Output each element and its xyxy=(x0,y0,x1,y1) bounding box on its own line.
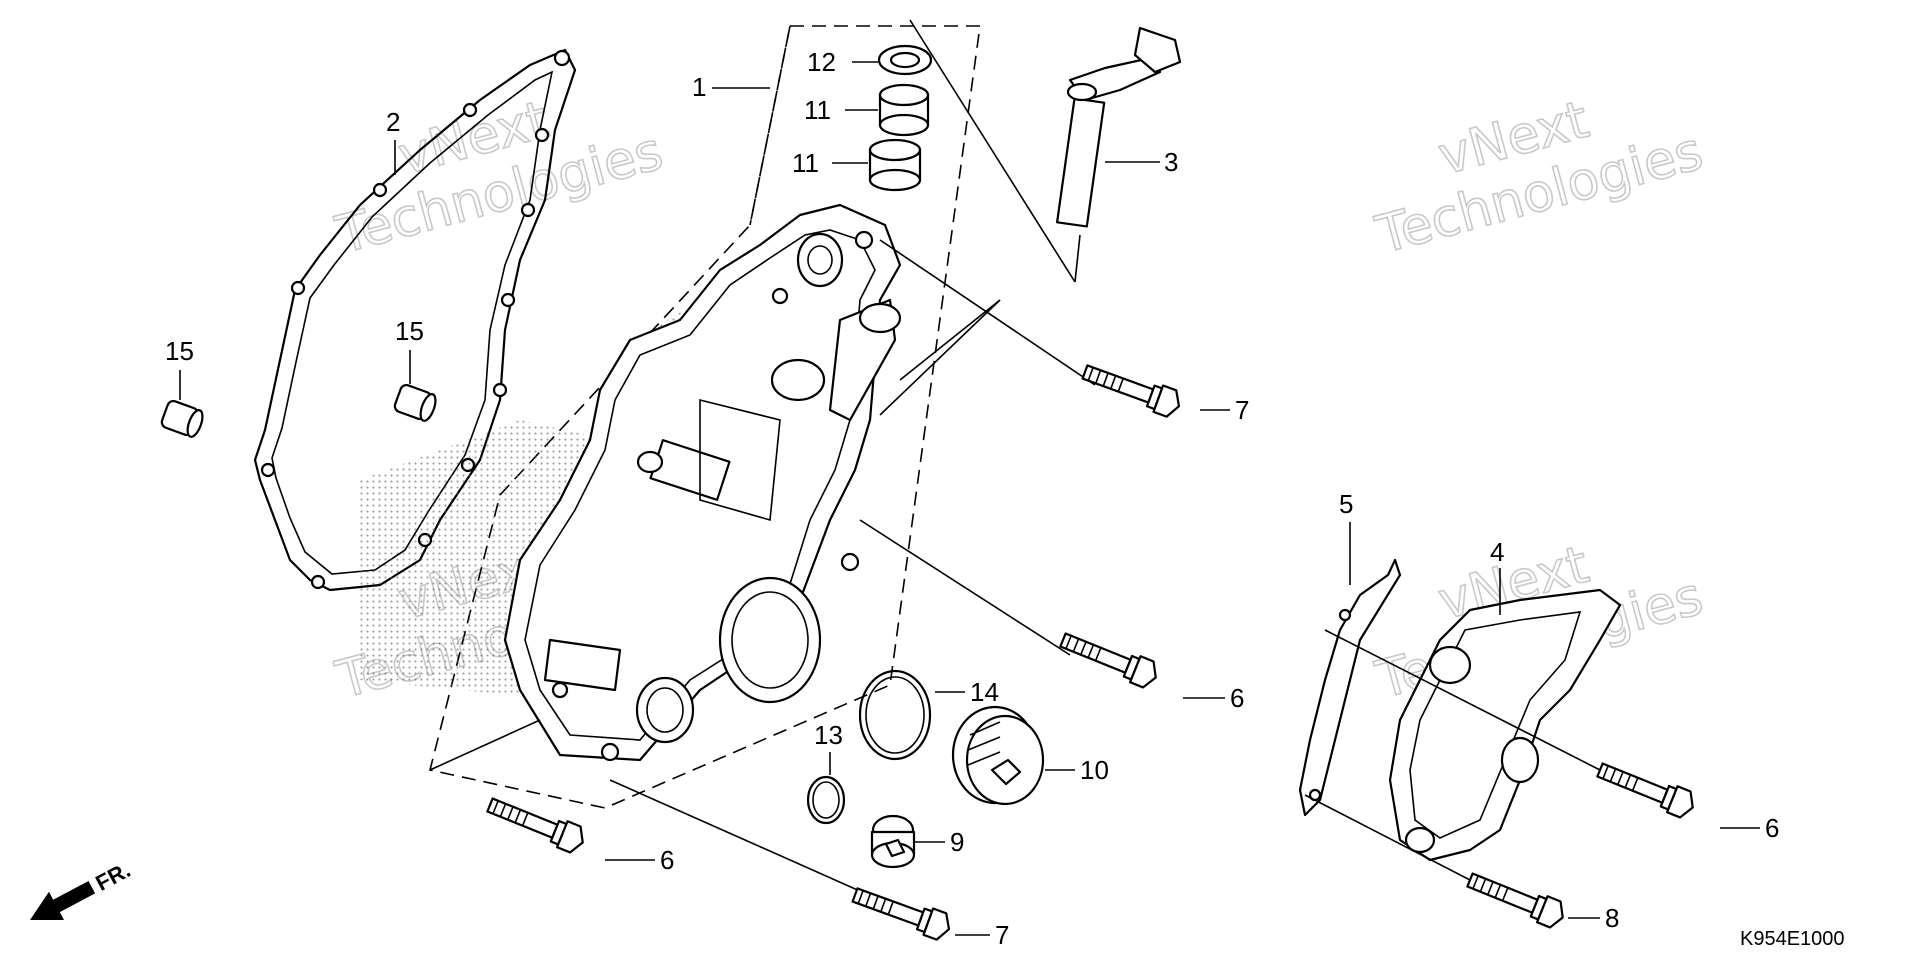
timing-cap xyxy=(951,705,1045,806)
callout-label: 2 xyxy=(386,107,400,137)
diagram-code: K954E1000 xyxy=(1740,928,1845,950)
o-ring-large xyxy=(858,669,932,761)
callout-label: 11 xyxy=(804,95,831,125)
callout-label: 15 xyxy=(395,316,424,346)
callout-label: 15 xyxy=(165,336,194,366)
bolt-8 xyxy=(1463,865,1570,932)
bolt-6-middle xyxy=(1056,625,1163,692)
assembly-outline xyxy=(429,25,981,809)
bolt-7-upper xyxy=(1079,357,1185,421)
callout-labels: 1 2 3 4 5 6 6 6 7 7 8 9 10 11 11 11 12 xyxy=(165,47,1779,950)
sprocket-cover xyxy=(1388,588,1622,862)
front-arrow-icon: FR. xyxy=(30,857,135,921)
front-indicator-label: FR. xyxy=(91,857,134,896)
callout-label: 1 xyxy=(692,72,706,102)
callout-label: 3 xyxy=(1164,147,1178,177)
bearing-lower xyxy=(868,138,922,192)
callout-label: 7 xyxy=(1235,395,1249,425)
callout-label: 10 xyxy=(1080,755,1109,785)
leader-lines xyxy=(429,19,1096,901)
oil-seal xyxy=(877,44,933,76)
callout-label: 8 xyxy=(1605,903,1619,933)
o-ring-small xyxy=(806,775,846,825)
right-leader-lines xyxy=(1304,629,1601,881)
callout-label: 11 xyxy=(792,148,819,178)
dowel-pin-right xyxy=(393,383,437,422)
drain-plug xyxy=(870,814,916,869)
sprocket-cover-gasket xyxy=(1298,558,1402,817)
bolt-7-lower xyxy=(849,880,955,944)
callout-label: 4 xyxy=(1490,537,1504,567)
callout-label: 6 xyxy=(1230,683,1244,713)
callout-label: 7 xyxy=(995,920,1009,950)
callout-label: 6 xyxy=(1765,813,1779,843)
bearing-upper xyxy=(878,83,930,137)
callout-label: 12 xyxy=(807,47,836,77)
dowel-pin-left xyxy=(160,399,204,438)
callout-label: 14 xyxy=(970,677,999,707)
callout-label: 9 xyxy=(950,827,964,857)
assembly-outline-edge xyxy=(749,25,791,226)
callout-label: 6 xyxy=(660,845,674,875)
bolt-6-right xyxy=(1593,755,1700,822)
cover-gasket xyxy=(253,48,577,592)
callout-label: 5 xyxy=(1339,489,1353,519)
shaft-bracket xyxy=(1055,26,1182,228)
callout-label: 13 xyxy=(814,720,843,750)
crankcase-cover xyxy=(360,203,902,762)
